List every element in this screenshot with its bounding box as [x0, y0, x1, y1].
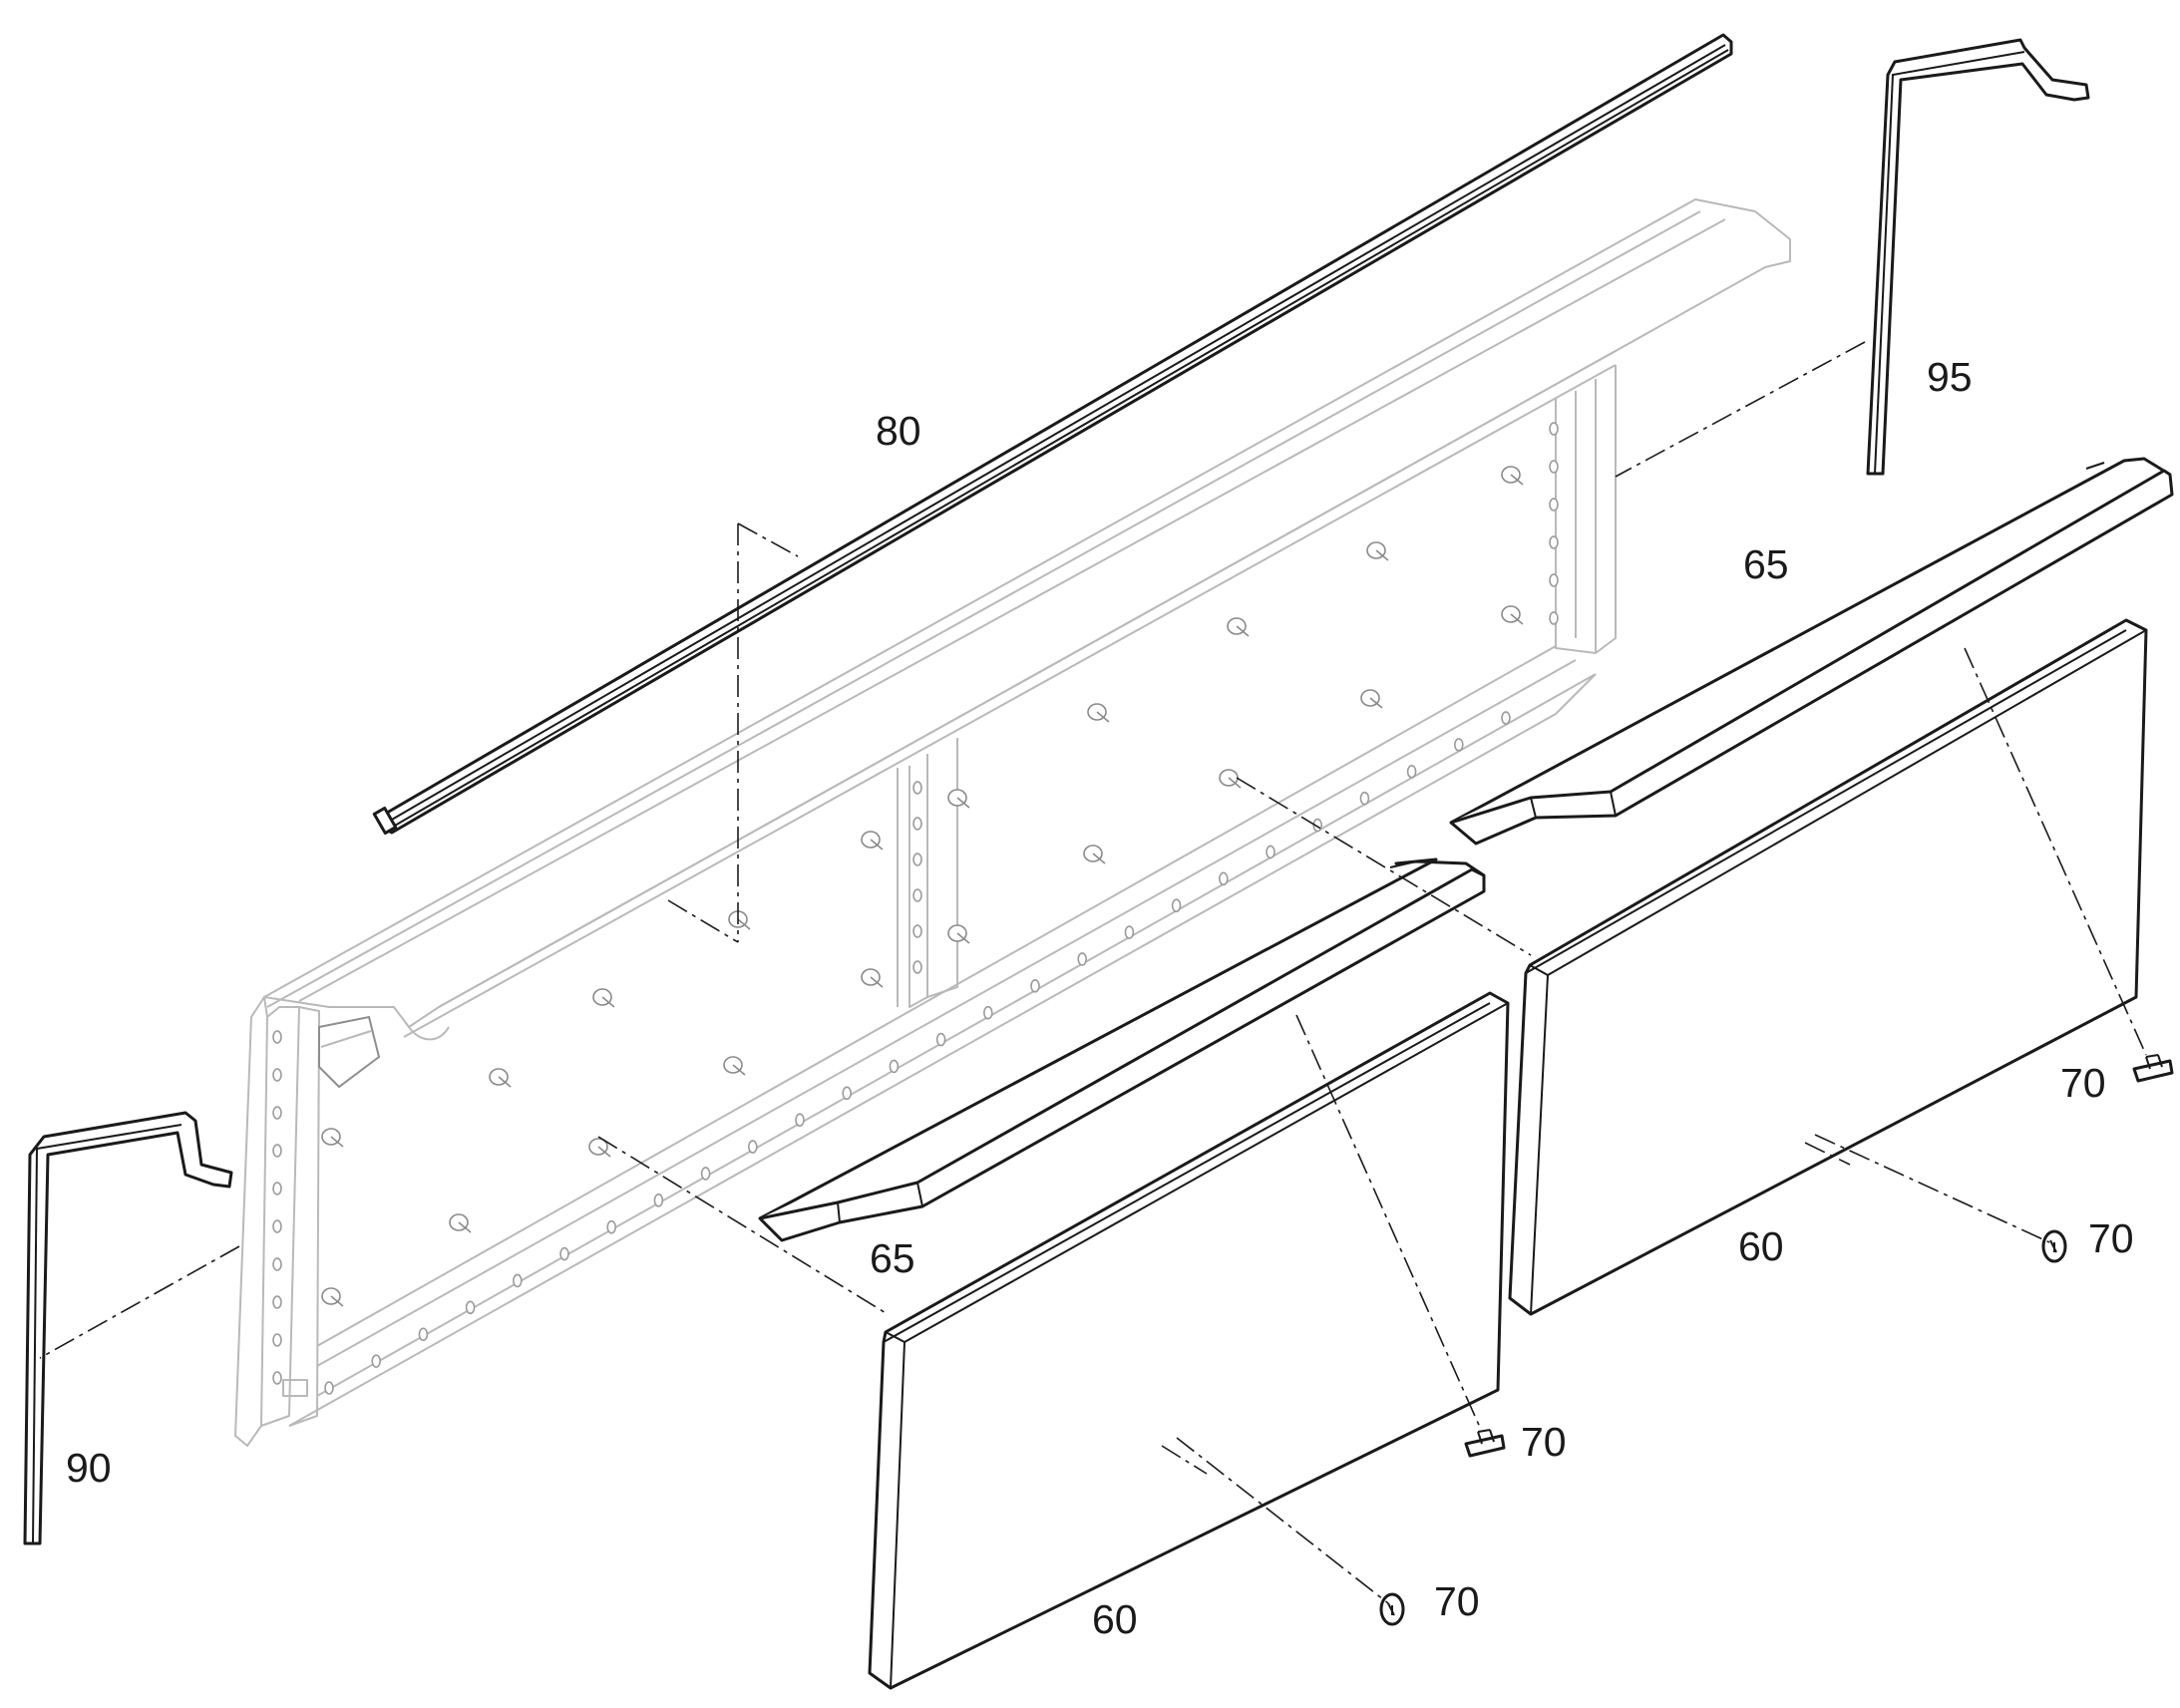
- bolt-hole: [935, 1032, 946, 1047]
- bolt-hole: [653, 1194, 664, 1207]
- upper-trim-strip: [1449, 457, 2174, 846]
- left-side-seal: [23, 1111, 233, 1545]
- bolt-hole: [912, 924, 922, 938]
- bolt-hole: [1454, 738, 1464, 752]
- bolt-hole: [1501, 711, 1511, 725]
- bolt-hole: [747, 1140, 758, 1154]
- bolt-hole: [1549, 498, 1559, 512]
- bolt-hole: [1077, 952, 1087, 966]
- bolt-hole: [1549, 422, 1559, 436]
- callout-70-cap-right: 70: [2088, 1215, 2134, 1261]
- bolt-hole: [912, 817, 922, 831]
- frame-stud: [728, 910, 751, 930]
- frame-stud: [1366, 541, 1389, 561]
- bolt-hole: [272, 1144, 282, 1158]
- bolt-hole: [272, 1257, 282, 1271]
- frame-stud: [449, 1213, 472, 1233]
- bolt-hole: [842, 1086, 853, 1101]
- callout-65-lower: 65: [870, 1235, 915, 1281]
- fastener-cap-lower: [1379, 1592, 1405, 1626]
- assembly-leader-lines: [39, 341, 2147, 1604]
- bolt-hole: [912, 888, 922, 902]
- bolt-hole: [1219, 871, 1229, 886]
- fastener-pin-right: [2132, 1054, 2174, 1083]
- bolt-hole: [272, 1182, 282, 1196]
- bolt-hole: [1359, 791, 1370, 806]
- callout-70-pin-right: 70: [2060, 1060, 2106, 1106]
- callout-70-cap-lower: 70: [1434, 1578, 1480, 1624]
- rail-holes: [272, 422, 1559, 1395]
- frame-stud: [1501, 466, 1524, 486]
- frame-stud: [947, 924, 970, 944]
- frame-stud: [321, 1287, 344, 1307]
- bolt-hole: [272, 1068, 282, 1082]
- fastener-pin-lower: [1464, 1429, 1506, 1458]
- callout-90: 90: [66, 1445, 112, 1491]
- frame-stud: [947, 789, 970, 809]
- callout-60-lower: 60: [1092, 1596, 1138, 1642]
- right-side-seal: [1866, 38, 2090, 476]
- frame-stud: [1501, 605, 1524, 625]
- frame-stud: [1227, 617, 1250, 637]
- bolt-hole: [700, 1167, 711, 1181]
- callout-65-upper: 65: [1743, 541, 1789, 587]
- bolt-hole: [795, 1113, 805, 1127]
- bolt-hole: [1171, 898, 1182, 912]
- bolt-hole: [272, 1333, 282, 1347]
- frame-stud: [723, 1056, 746, 1076]
- bolt-hole: [1549, 611, 1559, 625]
- bolt-hole: [272, 1219, 282, 1233]
- bolt-hole: [1549, 535, 1559, 549]
- bolt-hole: [1266, 845, 1275, 859]
- bolt-hole: [512, 1273, 523, 1288]
- bolt-hole: [324, 1381, 334, 1395]
- bolt-hole: [1030, 978, 1040, 993]
- frame-stud: [1360, 689, 1383, 709]
- top-seal-strip: [372, 33, 1733, 836]
- bolt-hole: [889, 1059, 900, 1074]
- bolt-hole: [1549, 573, 1559, 587]
- bolt-hole: [272, 1371, 282, 1385]
- callout-95: 95: [1927, 354, 1973, 400]
- bolt-hole: [272, 1106, 282, 1120]
- bolt-hole: [418, 1327, 429, 1342]
- frame-stud: [1083, 845, 1106, 864]
- bolt-hole: [982, 1005, 993, 1020]
- bolt-hole: [1124, 925, 1135, 939]
- part-callouts: 80 95 65 65 90 60 60 70 70 70 70: [66, 354, 2134, 1642]
- bolt-hole: [912, 853, 922, 866]
- bolt-hole: [371, 1354, 382, 1368]
- insulation-panel-left: [868, 991, 1510, 1690]
- bolt-hole: [559, 1246, 569, 1261]
- callout-80: 80: [876, 408, 921, 454]
- bolt-hole: [912, 960, 922, 974]
- lower-trim-strip: [758, 857, 1486, 1242]
- insulation-panel-right: [1508, 618, 2148, 1316]
- bolt-hole: [1549, 460, 1559, 474]
- fastener-cap-right: [2041, 1229, 2067, 1263]
- door-frame-assembly: [234, 198, 1791, 1447]
- frame-stud: [588, 1138, 611, 1158]
- frame-stud: [861, 831, 884, 851]
- callout-70-pin-lower: 70: [1521, 1419, 1567, 1465]
- bolt-hole: [912, 781, 922, 795]
- bolt-hole: [465, 1300, 476, 1315]
- frame-stud: [592, 988, 615, 1008]
- bolt-hole: [606, 1219, 617, 1234]
- frame-stud: [321, 1128, 344, 1148]
- frame-stud: [489, 1068, 512, 1088]
- callout-60-right: 60: [1738, 1223, 1784, 1269]
- bolt-hole: [1406, 764, 1417, 779]
- bolt-hole: [272, 1295, 282, 1309]
- frame-stud: [1087, 703, 1110, 723]
- bolt-hole: [272, 1030, 282, 1044]
- frame-stud: [861, 968, 884, 988]
